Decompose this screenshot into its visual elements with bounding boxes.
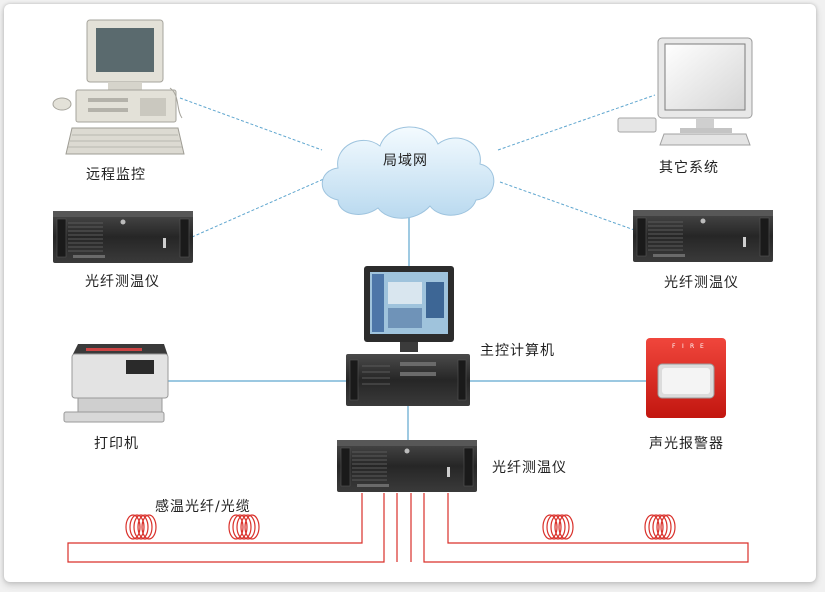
svg-text:E: E [700,343,704,350]
computer-icon [52,19,185,155]
right-sensor-label: 光纤测温仪 [664,275,739,291]
network-links [179,94,656,238]
svg-text:R: R [690,343,694,350]
fiber-coil-icon [644,514,676,540]
fiber-loop-right [423,493,749,563]
link-other [497,94,656,151]
main-computer-label: 主控计算机 [480,343,555,359]
link-left-sensor [191,177,327,238]
remote-label: 远程监控 [86,167,146,183]
printer-icon [63,344,169,423]
main-computer-icon [346,266,470,406]
fiber-coil-icon [125,514,157,540]
fiber-coil-icon [228,514,260,540]
link-remote [179,97,323,151]
fiber-cable-label: 感温光纤/光缆 [155,499,251,515]
device-links [168,216,648,443]
rack-unit-icon [52,210,194,264]
other-label: 其它系统 [659,160,719,176]
fiber-lines [67,493,749,563]
fiber-coils [125,514,676,540]
link-right-sensor [499,181,641,233]
fiber-loop-left [67,493,385,563]
svg-text:F: F [672,343,676,350]
fiber-coil-icon [542,514,574,540]
alarm-label: 声光报警器 [649,436,724,452]
monitor-icon [617,37,753,146]
svg-text:I: I [682,343,684,350]
cloud-label: 局域网 [383,153,428,169]
rack-unit-icon [336,439,478,493]
rack-unit-icon [632,209,774,263]
left-sensor-label: 光纤测温仪 [85,274,160,290]
printer-label: 打印机 [94,436,139,452]
center-sensor-label: 光纤测温仪 [492,460,567,476]
cloud-icon [321,126,495,219]
